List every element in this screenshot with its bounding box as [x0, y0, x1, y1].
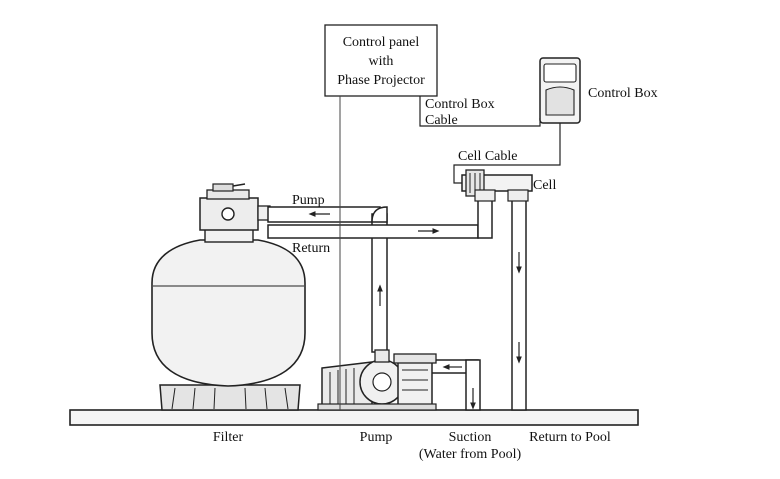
control-box-cable-label-line1: Control Box [425, 97, 495, 112]
control-panel-label-line3: Phase Projector [337, 73, 425, 88]
return-pipe-label: Return [292, 241, 330, 256]
return-to-pool-label: Return to Pool [529, 430, 611, 445]
cell-inlet-pipe [477, 199, 493, 239]
return-pipe [267, 224, 479, 239]
filter-label: Filter [213, 430, 244, 445]
cell-label: Cell [533, 178, 556, 193]
suction-label: Suction [449, 430, 492, 445]
salt-cell [461, 169, 533, 202]
cell-cable [453, 130, 561, 184]
control-panel-label-line2: with [369, 54, 394, 69]
flow-arrows [308, 211, 522, 410]
valve-port-icon [221, 207, 235, 221]
cell-cable-label: Cell Cable [458, 149, 518, 164]
pump-label: Pump [360, 430, 393, 445]
valve-handle [212, 183, 234, 192]
control-panel-box [324, 24, 438, 97]
control-box [539, 57, 581, 130]
control-box-cable-label-line2: Cable [425, 113, 458, 128]
pump-pipe-label: Pump [292, 193, 325, 208]
pump-strainer [397, 359, 433, 409]
return-to-pool-pipe [511, 199, 527, 411]
control-panel-label-line1: Control panel [343, 35, 420, 50]
control-box-label: Control Box [588, 86, 658, 101]
pump-unit [317, 349, 437, 411]
filter-tank [151, 183, 306, 411]
suction-pipe-vertical [465, 359, 481, 411]
filter-base [159, 384, 301, 411]
suction-note-label: (Water from Pool) [419, 447, 522, 462]
filter-body [151, 239, 306, 387]
ground-slab [69, 409, 639, 426]
